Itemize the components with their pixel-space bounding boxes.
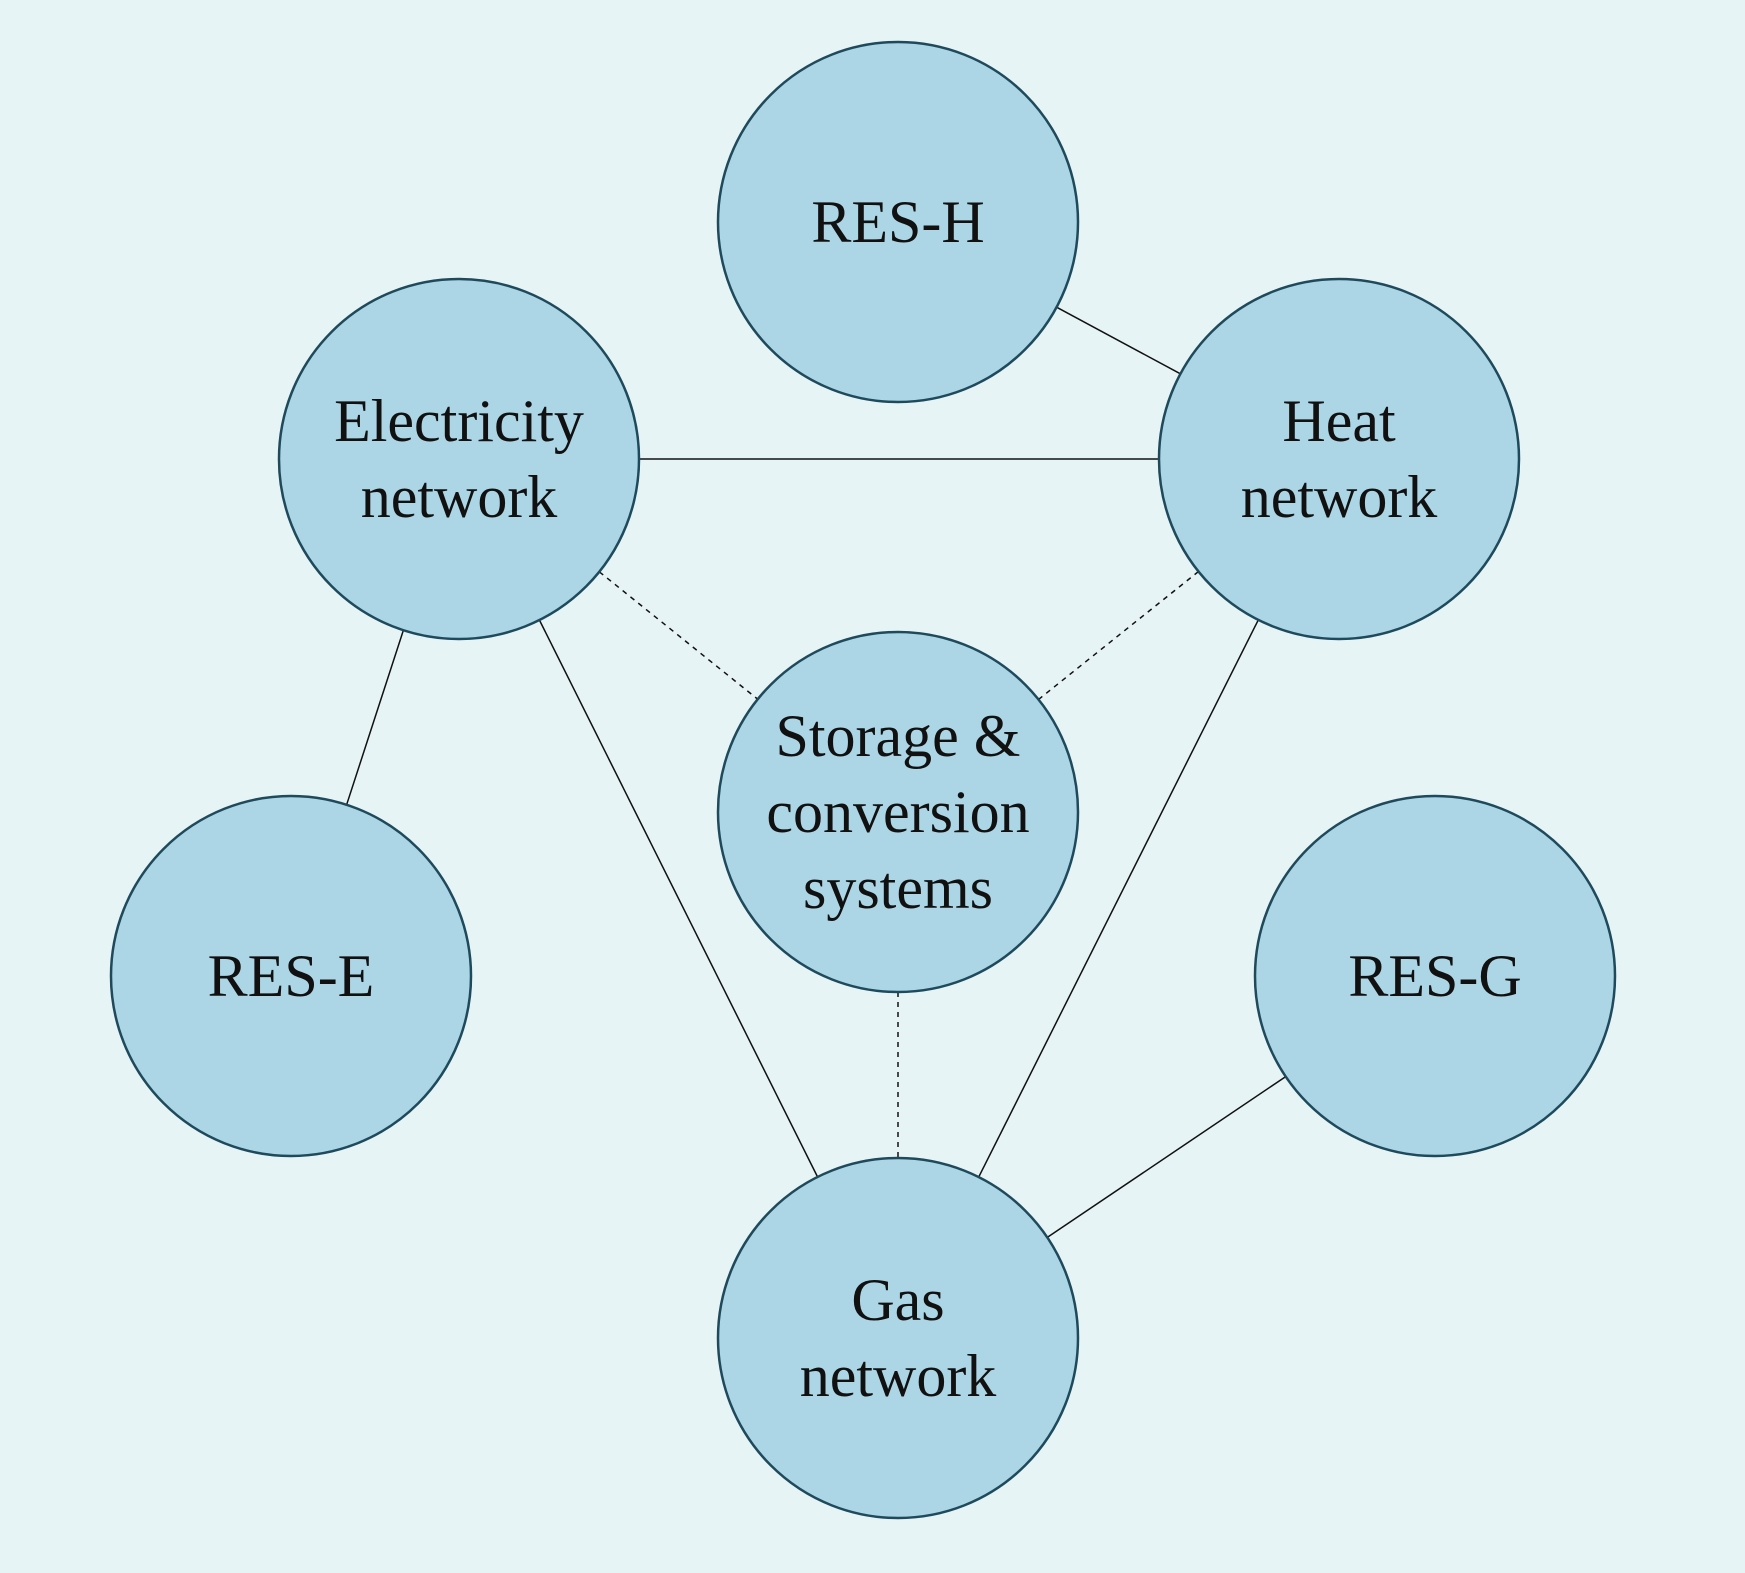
node-label-res-h-line-1: RES-H bbox=[811, 189, 984, 255]
edge-electricity-to-storage bbox=[598, 571, 759, 700]
node-label-storage-line-1: Storage & bbox=[776, 703, 1021, 769]
node-res-h: RES-H bbox=[716, 40, 1080, 404]
nodes-layer: RES-HElectricitynetworkHeatnetworkStorag… bbox=[109, 40, 1617, 1520]
edge-electricity-to-res-e bbox=[345, 629, 405, 806]
node-label-storage-line-2: conversion bbox=[766, 779, 1029, 845]
node-circle-heat bbox=[1157, 277, 1521, 641]
edge-heat-to-storage bbox=[1038, 570, 1199, 701]
node-heat: Heat network bbox=[1157, 277, 1521, 641]
node-electricity: Electricity network bbox=[277, 277, 641, 641]
node-label-heat-line-1: Heat bbox=[1282, 388, 1396, 454]
edge-heat-to-gas bbox=[978, 619, 1259, 1178]
node-circle-res-e bbox=[109, 794, 473, 1158]
edge-res-h-to-heat bbox=[1056, 306, 1181, 375]
node-circle-gas bbox=[716, 1156, 1080, 1520]
node-label-res-g-line-1: RES-G bbox=[1348, 943, 1521, 1009]
node-circle-res-h bbox=[716, 40, 1080, 404]
node-gas: Gas network bbox=[716, 1156, 1080, 1520]
node-circle-storage bbox=[716, 630, 1080, 994]
node-label-gas-line-2: network bbox=[800, 1343, 997, 1409]
node-res-g: RES-G bbox=[1253, 794, 1617, 1158]
node-circle-res-g bbox=[1253, 794, 1617, 1158]
node-label-heat-line-2: network bbox=[1241, 464, 1438, 530]
node-label-gas-line-1: Gas bbox=[851, 1267, 944, 1333]
edge-electricity-to-gas bbox=[538, 619, 819, 1178]
node-label-res-e-line-1: RES-E bbox=[208, 943, 375, 1009]
node-label-electricity-line-2: network bbox=[361, 464, 558, 530]
node-label-electricity-line-1: Electricity bbox=[334, 388, 584, 454]
node-label-storage-line-3: systems bbox=[803, 855, 993, 921]
edges-layer bbox=[345, 306, 1287, 1239]
node-res-e: RES-E bbox=[109, 794, 473, 1158]
node-circle-electricity bbox=[277, 277, 641, 641]
edge-res-g-to-gas bbox=[1046, 1075, 1287, 1239]
node-storage: Storage & conversion systems bbox=[716, 630, 1080, 994]
